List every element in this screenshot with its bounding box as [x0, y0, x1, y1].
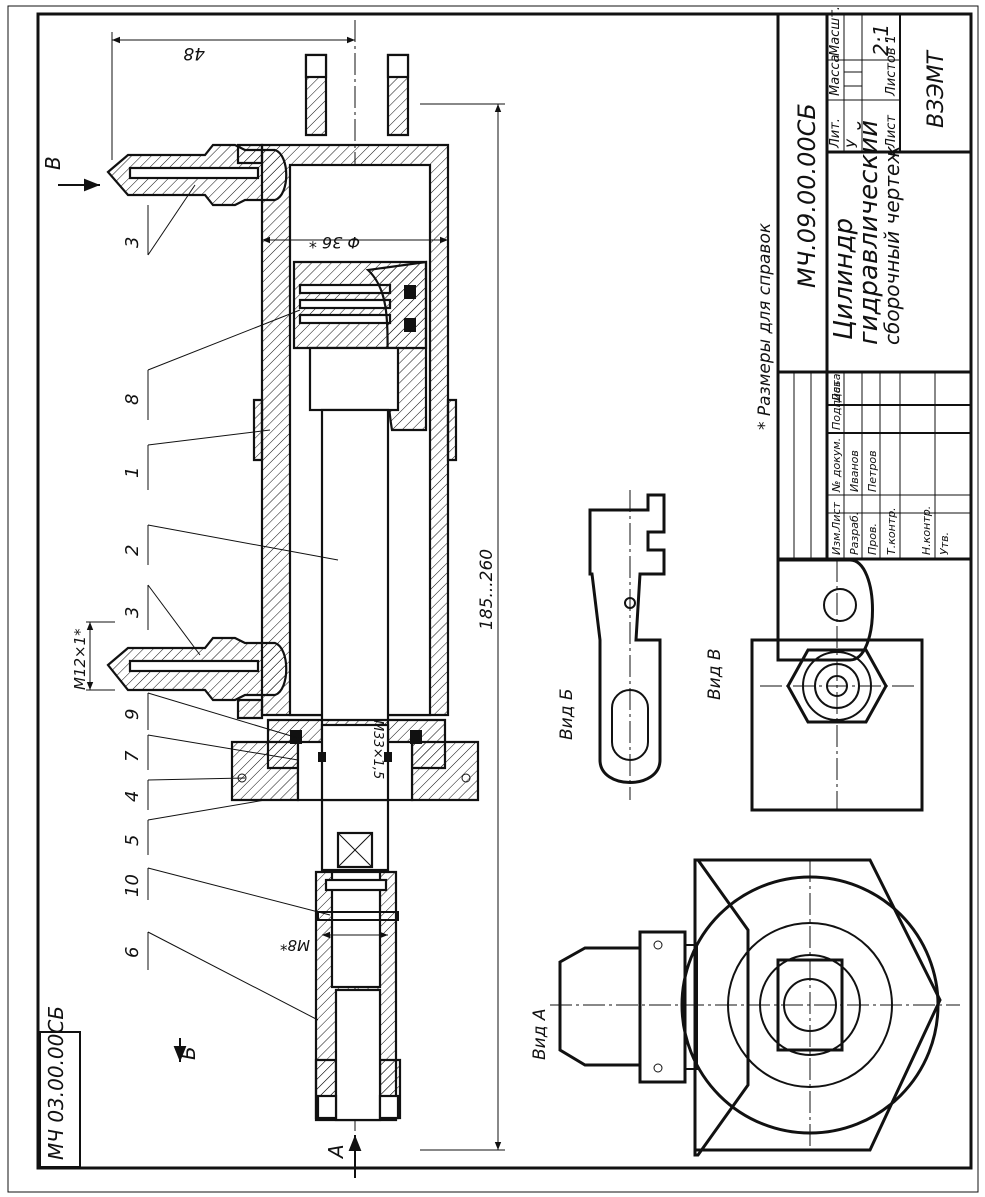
title-name-line3: сборочный чертеж — [880, 146, 904, 345]
inner-frame — [36, 12, 973, 1170]
title-razrab-name: Иванов — [848, 450, 861, 492]
frame-label: МЧ 03.00.00СБ — [44, 1006, 68, 1160]
callout-5: 5 — [122, 835, 143, 846]
dim-length: 185...260 — [477, 549, 497, 630]
callout-2: 2 — [122, 545, 143, 556]
title-scale-value: 2:1 — [869, 24, 893, 56]
title-org: ВЗЭМТ — [924, 49, 949, 128]
arrow-label-b: Б — [176, 1046, 200, 1060]
title-prov: Пров. — [866, 523, 879, 555]
dim-m8: M8* — [280, 936, 310, 954]
callout-3-bottom: 3 — [122, 607, 143, 618]
callout-9: 9 — [122, 709, 143, 720]
title-name-line2: гидравлический — [854, 120, 884, 345]
dim-m12: M12×1* — [71, 628, 89, 690]
title-col-lit: Лит. — [828, 118, 843, 149]
title-sheets-label: Листов 1 — [884, 35, 899, 97]
title-block — [776, 12, 973, 561]
title-nkontr: Н.контр. — [920, 506, 933, 555]
callout-10: 10 — [122, 874, 143, 897]
title-sheet-label: Лист — [884, 115, 899, 149]
callout-6: 6 — [122, 947, 143, 958]
title-tkontr: Т.контр. — [885, 507, 898, 555]
view-a-label: Вид А — [530, 1009, 550, 1061]
callout-7: 7 — [122, 750, 143, 762]
view-b-rod-end — [588, 490, 666, 800]
frame-label-box — [39, 1031, 81, 1168]
outer-frame — [7, 5, 979, 1193]
title-hdr-izm: Изм. — [830, 529, 843, 555]
dimensions — [86, 32, 505, 1151]
callout-leaders — [147, 184, 339, 1021]
view-b-label: Вид Б — [557, 688, 577, 740]
callout-1: 1 — [122, 467, 143, 478]
callout-8: 8 — [122, 394, 143, 405]
title-hdr-date: Дата — [830, 373, 843, 403]
title-col-scale: Масшт. — [828, 6, 843, 56]
view-v-label: Вид В — [705, 648, 725, 700]
title-hdr-sign: Подпись — [830, 381, 843, 430]
dim-m33: M33×1,5 — [370, 720, 385, 779]
view-v-end — [750, 558, 924, 812]
callout-4: 4 — [122, 791, 143, 802]
main-section-view — [106, 20, 480, 1160]
view-a-end — [550, 858, 960, 1157]
arrow-label-v: В — [41, 156, 65, 170]
title-prov-name: Петров — [866, 450, 879, 492]
dim-48: 48 — [183, 43, 205, 63]
title-col-mass: Масса — [828, 55, 843, 96]
title-hdr-doc: № докум. — [830, 438, 843, 493]
callout-3-top: 3 — [122, 237, 143, 248]
title-razrab: Разраб. — [848, 512, 861, 555]
note-reference-dims: * Размеры для справок — [755, 222, 775, 430]
callout-numbers: 3 8 1 2 3 9 7 4 5 10 6 — [122, 237, 143, 958]
title-doc-code: МЧ.09.00.00СБ — [793, 103, 821, 288]
view-arrows — [58, 178, 362, 1178]
dim-d36: Φ 36 * — [309, 233, 360, 252]
title-hdr-list: Лист — [830, 502, 843, 531]
title-lit-value: У — [845, 138, 861, 148]
title-name-line1: Цилиндр — [829, 218, 859, 340]
arrow-label-a: А — [324, 1144, 348, 1160]
title-utv: Утв. — [938, 532, 951, 555]
